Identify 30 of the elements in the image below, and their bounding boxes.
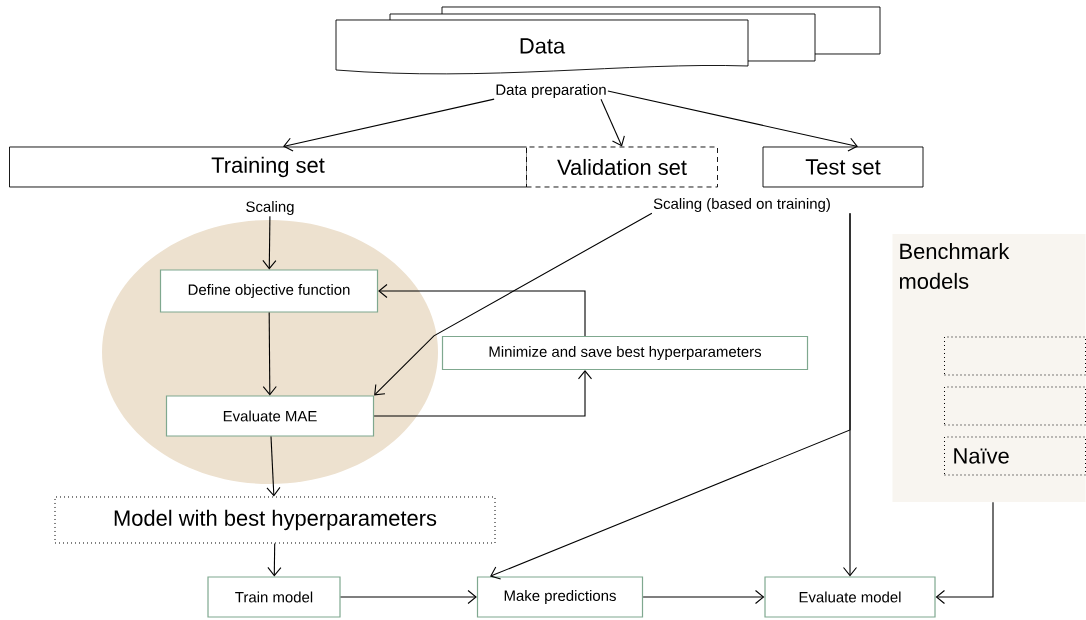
model-box: Model with best hyperparameters xyxy=(54,496,496,544)
model-box xyxy=(944,386,1086,426)
data-box: Validation set xyxy=(526,146,718,188)
model-box xyxy=(944,336,1086,376)
arrow xyxy=(340,589,477,605)
arrow xyxy=(935,501,994,605)
process-box: Define objective function xyxy=(159,269,379,313)
data-box: Test set xyxy=(762,146,924,188)
process-box: Minimize and save best hyperparameters xyxy=(441,335,809,371)
arrow xyxy=(262,312,277,396)
document-stack: Data xyxy=(335,6,881,75)
process-box: Evaluate MAE xyxy=(165,395,375,437)
step-label: Data preparation xyxy=(494,83,608,99)
arrow xyxy=(600,98,625,147)
model-box: Naïve xyxy=(944,436,1086,476)
arrow xyxy=(267,542,282,577)
arrow xyxy=(266,436,281,497)
step-label: Scaling xyxy=(244,200,296,216)
process-box: Evaluate model xyxy=(764,576,936,618)
process-box: Train model xyxy=(207,576,341,618)
process-box: Make predictions xyxy=(476,576,644,618)
arrow xyxy=(490,212,851,580)
arrow xyxy=(262,215,277,270)
arrow xyxy=(374,212,653,396)
arrow xyxy=(378,283,586,337)
arrow xyxy=(283,98,495,152)
arrow xyxy=(373,370,593,417)
step-label: Scaling (based on training) xyxy=(652,197,832,213)
arrow xyxy=(607,90,858,152)
arrow xyxy=(642,589,765,605)
